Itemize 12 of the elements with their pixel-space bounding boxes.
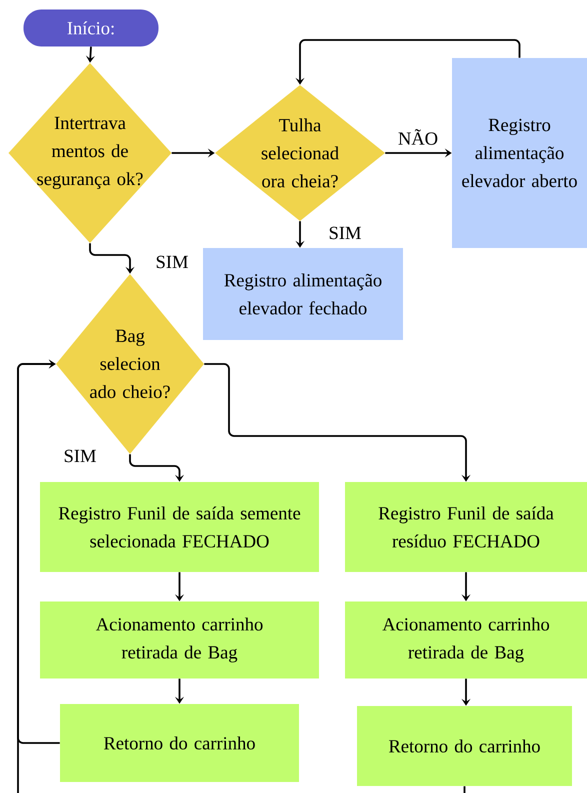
process-box: Acionamento carrinho retirada de Bag — [40, 602, 319, 678]
process-box: Retorno do carrinho — [60, 704, 299, 782]
edge-label: SIM — [154, 254, 190, 270]
process-box: Registro alimentação elevador aberto — [452, 58, 587, 248]
process-box: Retorno do carrinho — [357, 706, 572, 786]
process-box: Registro alimentação elevador fechado — [203, 248, 403, 340]
start-terminal: Início: — [24, 10, 158, 46]
process-box: Registro Funil de saída semente selecionada FECHADO — [40, 482, 319, 572]
process-box: Registro Funil de saída resíduo FECHADO — [345, 482, 587, 572]
edge-label: NÃO — [396, 128, 440, 146]
process-box: Acionamento carrinho retirada de Bag — [345, 602, 587, 678]
edge-label: SIM — [328, 226, 362, 240]
